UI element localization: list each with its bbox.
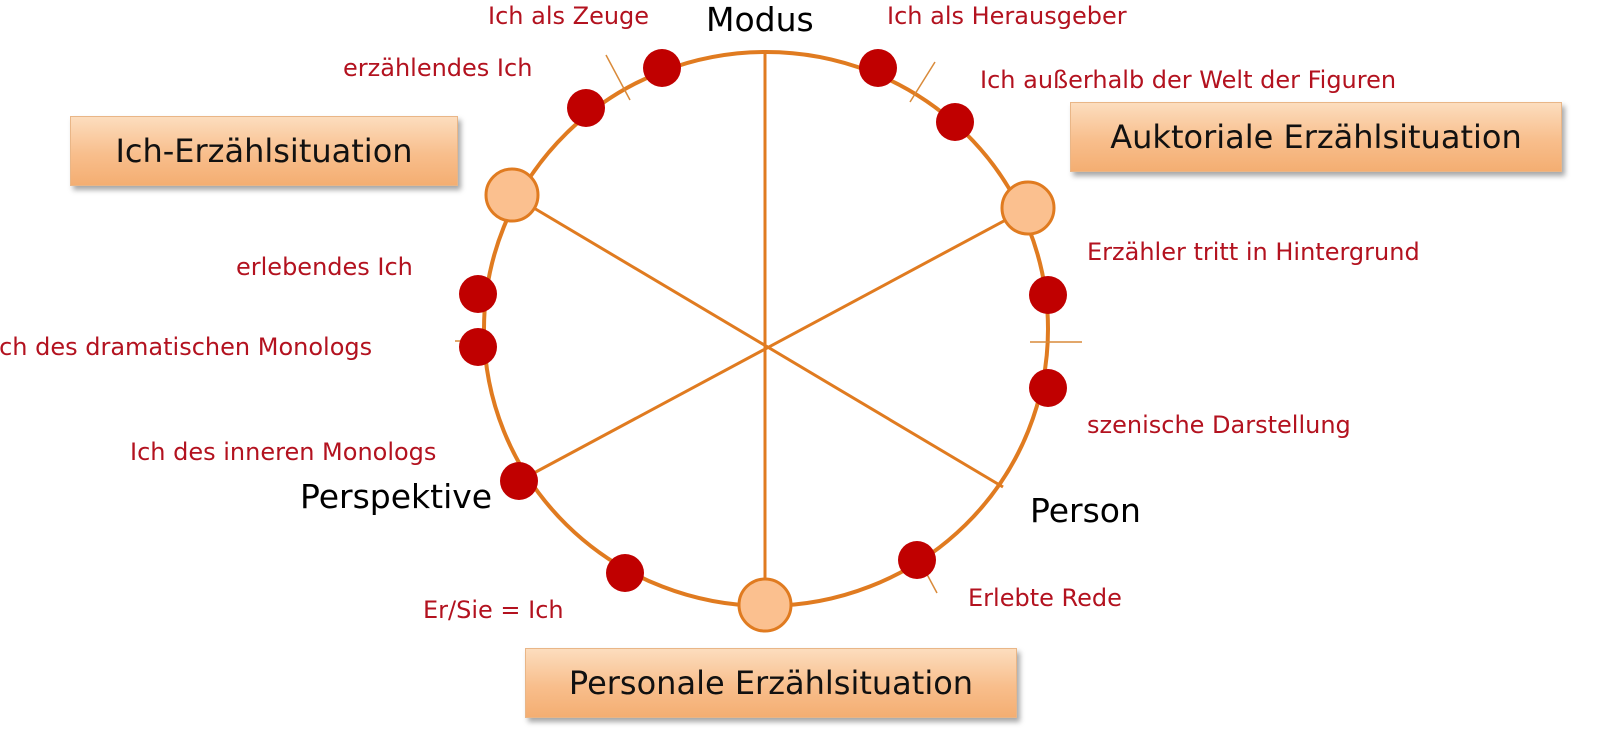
dot-erlebte-rede <box>898 541 936 579</box>
axis-person: Person <box>1030 491 1141 530</box>
tick-mark <box>909 61 936 103</box>
dot-er-sie <box>606 554 644 592</box>
spoke-perspektive <box>518 206 1029 483</box>
box-ich-erzaehlsituation: Ich-Erzählsituation <box>70 116 458 186</box>
dot-dramatisch <box>459 328 497 366</box>
node-auktorial <box>1000 180 1056 236</box>
label-er-sie: Er/Sie = Ich <box>423 596 564 624</box>
node-personal <box>737 577 793 633</box>
label-dramatischer-monolog: Ich des dramatischen Monologs <box>0 333 373 361</box>
dot-erlebendes <box>459 275 497 313</box>
tick-mark <box>605 54 631 101</box>
label-erlebendes: erlebendes Ich <box>236 253 413 281</box>
dot-zeuge <box>643 49 681 87</box>
dot-erzaehlendes <box>567 89 605 127</box>
axis-modus: Modus <box>706 0 814 39</box>
label-erzaehlendes: erzählendes Ich <box>343 54 533 82</box>
box-personale-erzaehlsituation: Personale Erzählsituation <box>525 648 1017 718</box>
node-ich <box>484 167 540 223</box>
label-herausgeber: Ich als Herausgeber <box>887 2 1127 30</box>
dot-ausserhalb <box>936 103 974 141</box>
label-zeuge: Ich als Zeuge <box>488 2 650 30</box>
axis-perspektive: Perspektive <box>300 477 493 516</box>
dot-szenisch <box>1029 369 1067 407</box>
dot-innerer <box>500 462 538 500</box>
label-erlebte-rede: Erlebte Rede <box>968 584 1122 612</box>
label-hintergrund: Erzähler tritt in Hintergrund <box>1087 238 1420 266</box>
label-szenisch: szenische Darstellung <box>1087 411 1351 439</box>
spoke-person <box>511 193 1004 489</box>
dot-hintergrund <box>1029 276 1067 314</box>
label-innerer-monolog: Ich des inneren Monologs <box>130 438 437 466</box>
box-auktoriale-erzaehlsituation: Auktoriale Erzählsituation <box>1070 102 1562 172</box>
label-ausserhalb: Ich außerhalb der Welt der Figuren <box>980 66 1397 94</box>
dot-herausgeber <box>859 49 897 87</box>
